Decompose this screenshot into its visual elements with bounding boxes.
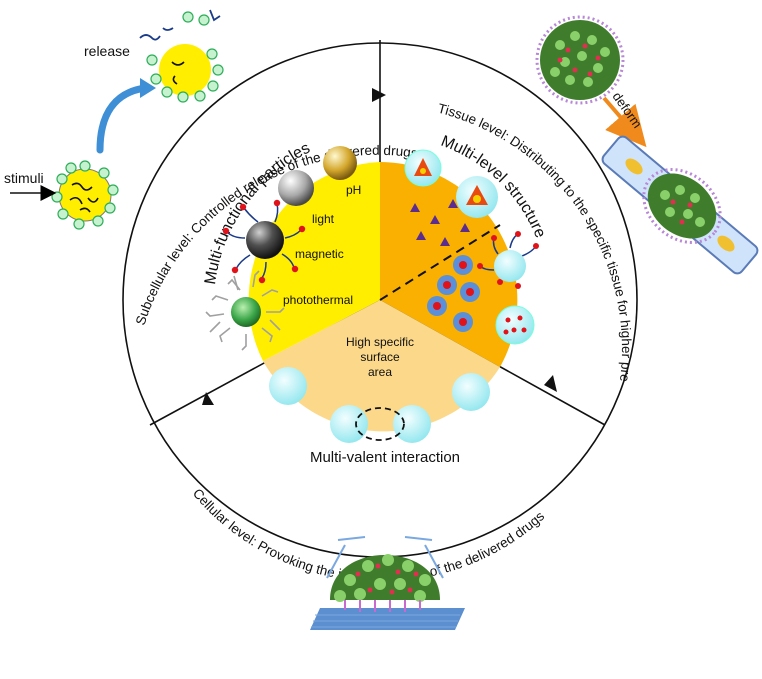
deform-particle-top [535, 15, 625, 105]
release-curve-arrowhead [140, 78, 156, 98]
ring-arrow-left [202, 392, 214, 405]
release-curve-arrow [96, 84, 149, 154]
multilevel-drug-loaded-sphere [495, 305, 535, 345]
particle-magnetic [222, 199, 306, 284]
deform-arrow [602, 96, 647, 148]
stimuli-particle [51, 160, 119, 230]
pie-dashed-divider [379, 224, 501, 301]
particle-photothermal [205, 270, 285, 351]
cellular-uptake-illustration [310, 536, 465, 630]
particle-light [278, 170, 314, 206]
label-magnetic: magnetic [295, 247, 344, 261]
multilevel-capsule-mid [456, 176, 498, 218]
pie-sector-surface [263, 300, 500, 432]
ring-arrow-right [544, 375, 557, 392]
section-title-multivalent: Multi-valent interaction [310, 449, 460, 466]
multilevel-red-spheres [427, 255, 480, 332]
multivalent-spheres [269, 367, 490, 443]
inner-pie [248, 162, 518, 432]
cell-membrane-plate [310, 608, 465, 630]
multilevel-functionalized-sphere [477, 231, 539, 289]
label-stimuli: stimuli [4, 170, 44, 186]
label-ph: pH [346, 183, 361, 197]
ring-arrow-top [372, 88, 386, 102]
particle-ph [323, 146, 357, 180]
deform-vessel [601, 135, 759, 275]
surface-label-line3: area [368, 365, 392, 379]
multilevel-capsule-top [404, 149, 442, 187]
label-release: release [84, 43, 130, 59]
label-photothermal: photothermal [283, 293, 353, 307]
surface-label-line2: surface [360, 350, 400, 364]
release-particle [139, 9, 224, 103]
label-light: light [312, 212, 335, 226]
multilevel-triangles [410, 199, 470, 246]
surface-label-line1: High specific [346, 335, 414, 349]
